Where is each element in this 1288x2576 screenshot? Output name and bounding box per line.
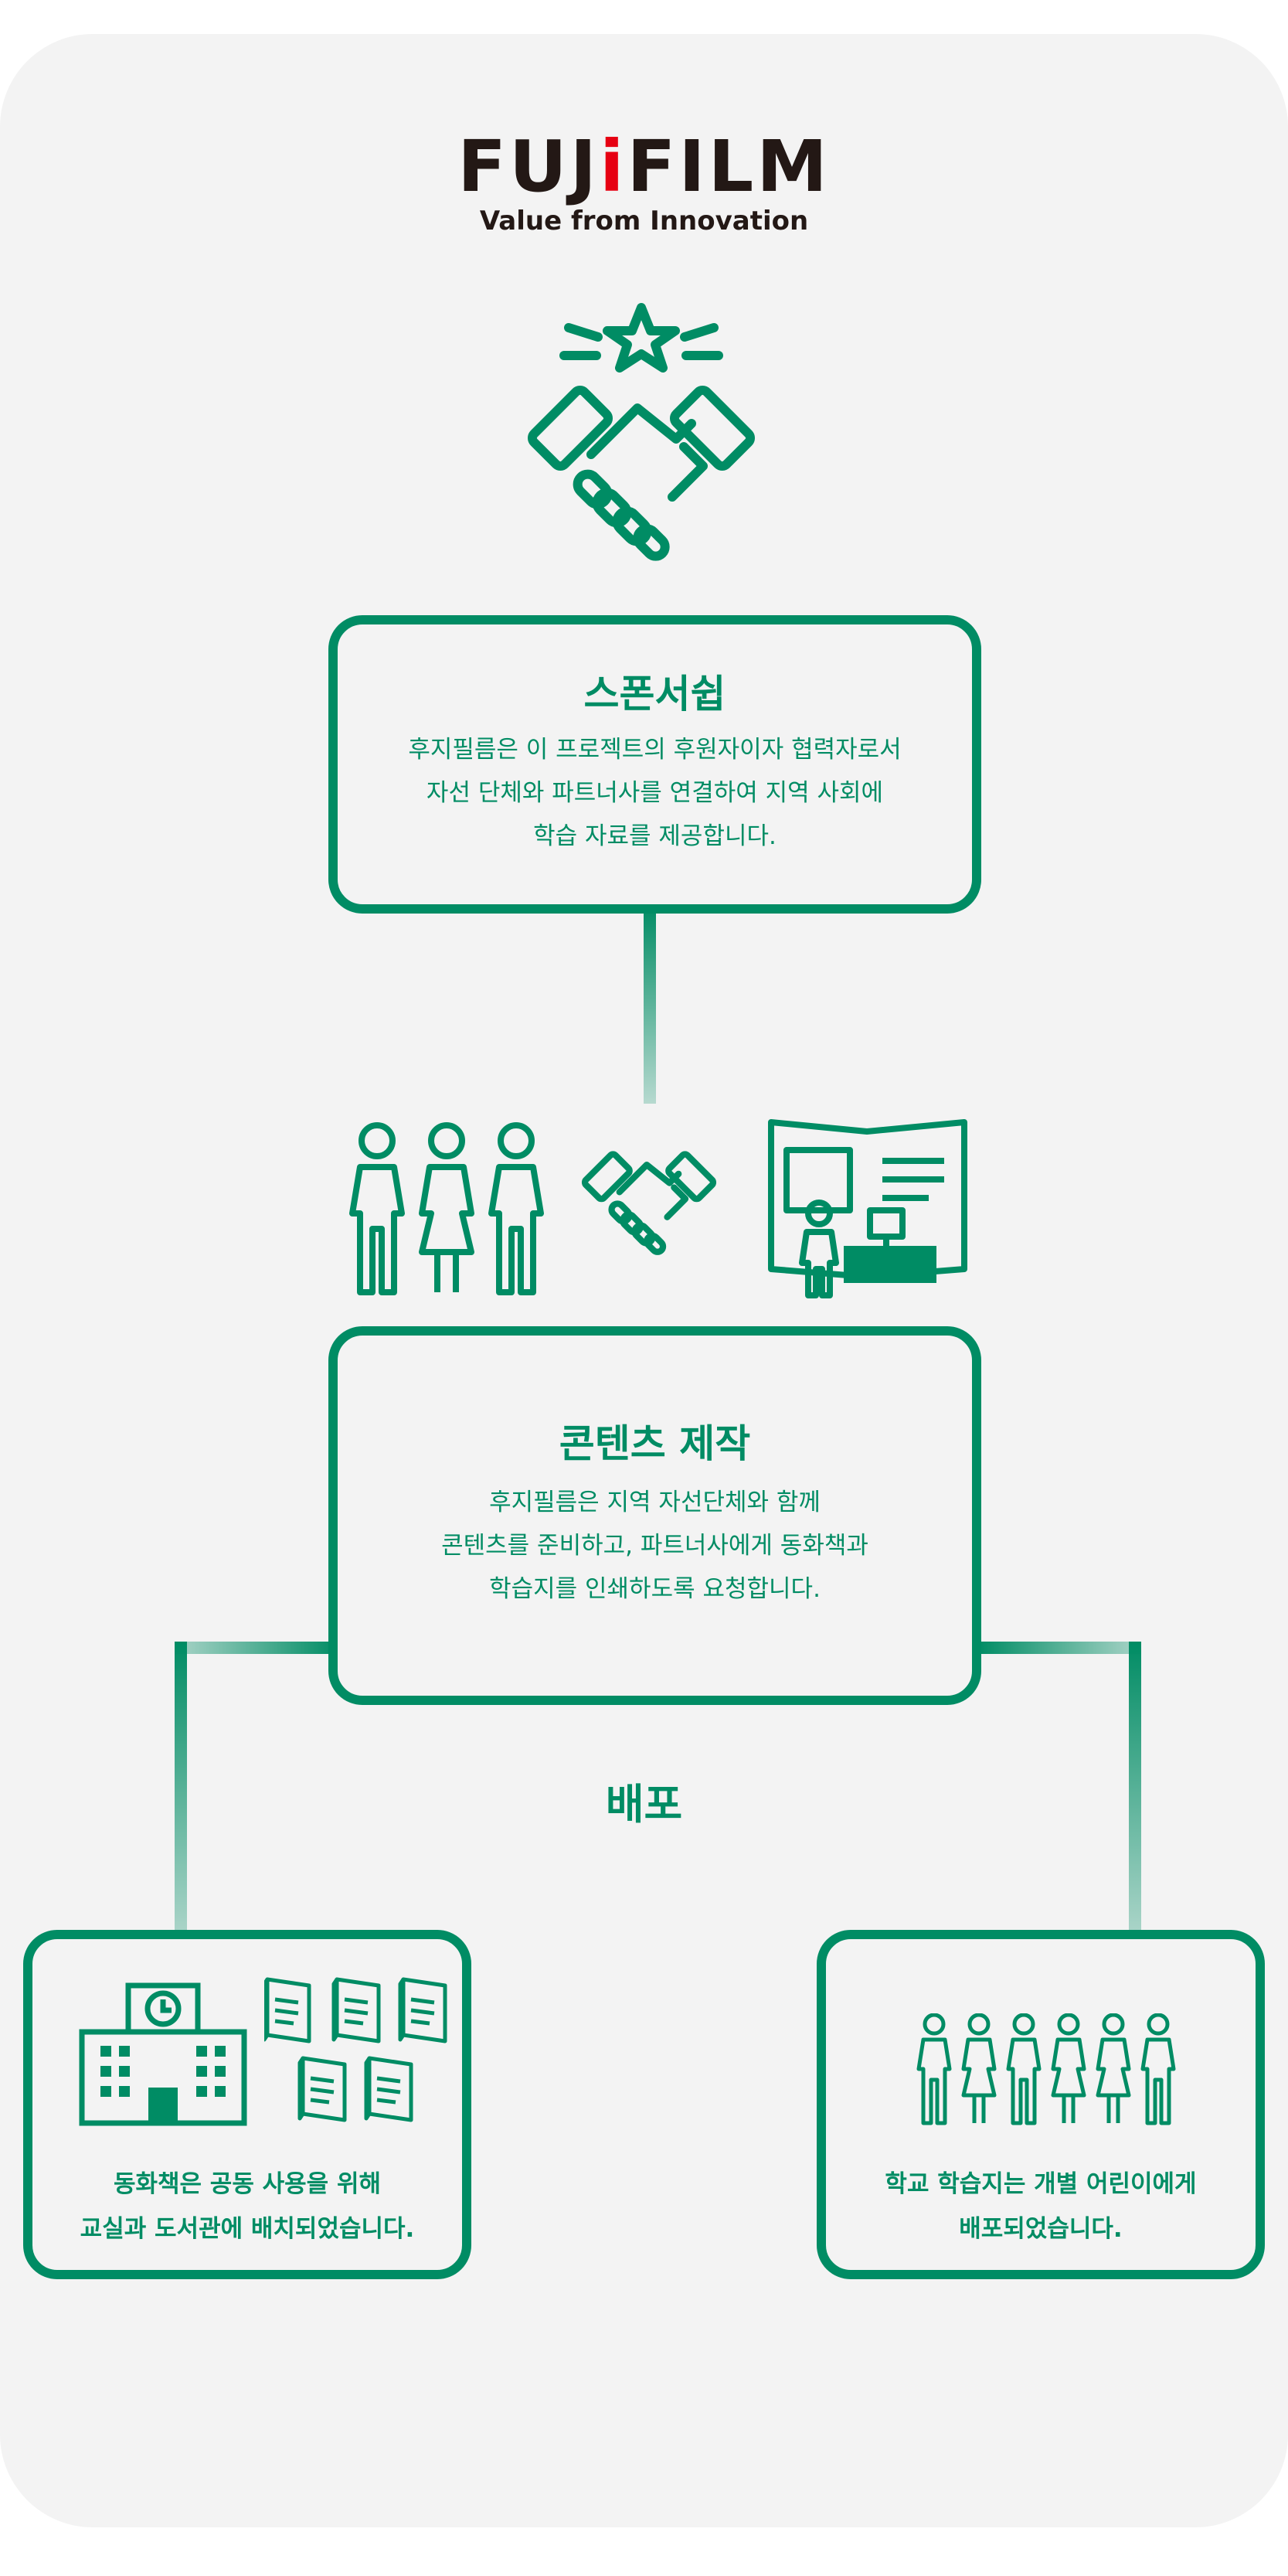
connector-sponsorship xyxy=(644,904,656,1104)
children-icon xyxy=(916,2013,1176,2125)
connector-left-horizontal xyxy=(175,1642,338,1654)
connector-right-horizontal xyxy=(977,1642,1141,1654)
people-icon xyxy=(349,1122,544,1295)
individual-children-text: 학교 학습지는 개별 어린이에게 배포되었습니다. xyxy=(885,2170,1197,2243)
handshake-icon xyxy=(581,1151,717,1255)
individual-children-box: 학교 학습지는 개별 어린이에게 배포되었습니다. xyxy=(817,1930,1265,2279)
fujifilm-logo: FUJiFILM xyxy=(457,125,831,208)
sponsorship-title: 스폰서쉽 xyxy=(583,672,726,716)
classroom-library-text: 동화책은 공동 사용을 위해 교실과 도서관에 배치되었습니다. xyxy=(80,2170,415,2243)
logo-tagline: Value from Innovation xyxy=(479,206,809,237)
content-production-body: 후지필름은 지역 자선단체와 함께 콘텐츠를 준비하고, 파트너사에게 동화책과… xyxy=(441,1489,868,1603)
content-production-box: 콘텐츠 제작 후지필름은 지역 자선단체와 함께 콘텐츠를 준비하고, 파트너사… xyxy=(328,1326,981,1705)
distribution-label: 배포 xyxy=(605,1780,683,1829)
connector-left-vertical xyxy=(175,1642,187,1932)
content-production-title: 콘텐츠 제작 xyxy=(559,1421,751,1466)
connector-right-vertical xyxy=(1129,1642,1141,1932)
classroom-library-box: 동화책은 공동 사용을 위해 교실과 도서관에 배치되었습니다. xyxy=(23,1930,471,2279)
handshake-star-icon xyxy=(527,303,756,561)
sponsorship-body: 후지필름은 이 프로젝트의 후원자이자 협력자로서 자선 단체와 파트너사를 연… xyxy=(408,736,902,850)
sponsorship-box: 스폰서쉽 후지필름은 이 프로젝트의 후원자이자 협력자로서 자선 단체와 파트… xyxy=(328,615,981,914)
book-icon xyxy=(264,1977,447,2122)
school-icon xyxy=(79,1982,247,2126)
print-office-icon xyxy=(768,1119,967,1298)
